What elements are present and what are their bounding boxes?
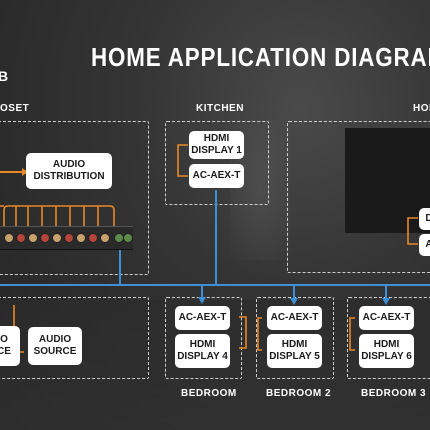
zone-label-closet: OSET [0, 103, 30, 114]
port-icon [88, 233, 98, 243]
tv-silhouette [345, 128, 430, 233]
source-zone [0, 297, 149, 379]
bedroom3-display-box: HDMI DISPLAY 6 [359, 334, 414, 368]
left-source-box: O CE [0, 326, 20, 366]
bedroom1-display-box: HDMI DISPLAY 4 [175, 334, 230, 368]
audio-matrix-device [0, 226, 133, 250]
home-zone [287, 121, 430, 273]
bedroom2-extender-box: AC-AEX-T [267, 306, 322, 330]
port-icon [4, 233, 14, 243]
closet-zone [0, 121, 149, 275]
home-box-bottom: A [419, 234, 430, 256]
zone-label-home: HOM [413, 103, 430, 114]
bedroom3-label: BEDROOM 3 [361, 388, 427, 399]
bedroom2-display-box: HDMI DISPLAY 5 [267, 334, 322, 368]
zone-label-kitchen: KITCHEN [196, 103, 244, 114]
page-title: HOME APPLICATION DIAGRAM [91, 42, 430, 72]
kitchen-zone [165, 121, 269, 205]
home-box-top: D [419, 208, 430, 230]
kitchen-display-box: HDMI DISPLAY 1 [189, 131, 244, 159]
audio-source-box: AUDIO SOURCE [28, 327, 82, 365]
partial-label-top-left: B [0, 68, 10, 84]
bedroom1-label: BEDROOM [181, 388, 237, 399]
audio-distribution-box: AUDIO DISTRIBUTION [26, 153, 112, 189]
bedroom2-zone [256, 297, 334, 379]
port-icon [16, 233, 26, 243]
port-icon [123, 233, 133, 243]
bedroom3-zone [347, 297, 430, 379]
port-icon [64, 233, 74, 243]
port-icon [100, 233, 110, 243]
port-icon [52, 233, 62, 243]
bedroom1-extender-box: AC-AEX-T [175, 306, 230, 330]
port-icon [28, 233, 38, 243]
kitchen-extender-box: AC-AEX-T [189, 164, 244, 188]
port-icon [40, 233, 50, 243]
bedroom2-label: BEDROOM 2 [266, 388, 332, 399]
port-icon [76, 233, 86, 243]
bedroom3-extender-box: AC-AEX-T [359, 306, 414, 330]
